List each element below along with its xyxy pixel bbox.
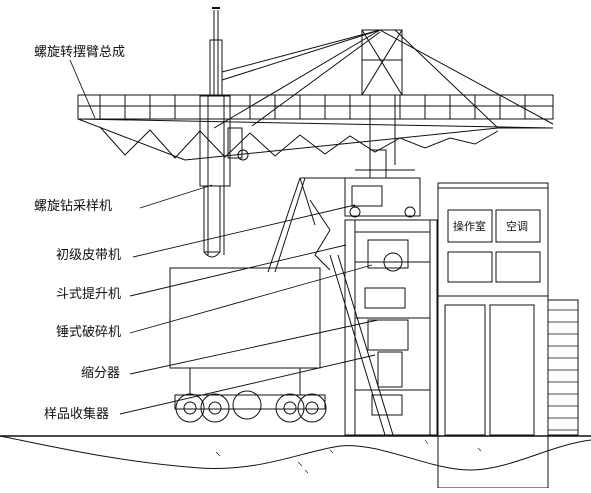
main-building (344, 219, 438, 436)
leader-elevator (129, 244, 347, 297)
label-bucket-elevator: 斗式提升机 (56, 286, 121, 302)
cabin (437, 182, 579, 489)
leader-swing-arm (69, 59, 96, 119)
truck-body (169, 267, 327, 423)
label-primary-belt: 初级皮带机 (56, 248, 121, 263)
drill-head (199, 95, 249, 258)
main-mast (207, 7, 225, 255)
leader-belt (132, 204, 356, 258)
label-hammer-crusher: 锤式破碎机 (56, 325, 121, 340)
swing-arm-truss (77, 94, 554, 161)
leader-crusher (129, 264, 373, 334)
leader-drill (139, 184, 213, 209)
ground (0, 435, 591, 474)
label-sample-collector: 样品收集器 (44, 406, 109, 422)
stay-cables (213, 29, 554, 129)
leader-divider (129, 319, 379, 375)
boom-frame (267, 149, 421, 436)
leader-lines (69, 59, 379, 415)
label-divider: 缩分器 (81, 365, 120, 381)
label-spiral-drill-sampler: 螺旋钻采样机 (34, 199, 112, 214)
cabin-air-conditioner-label: 空调 (506, 219, 528, 233)
kingpost-tower (361, 29, 403, 165)
leader-collector (119, 354, 376, 415)
label-spiral-swing-arm: 螺旋转摆臂总成 (34, 45, 125, 60)
cabin-control-room-label: 操作室 (453, 219, 486, 233)
